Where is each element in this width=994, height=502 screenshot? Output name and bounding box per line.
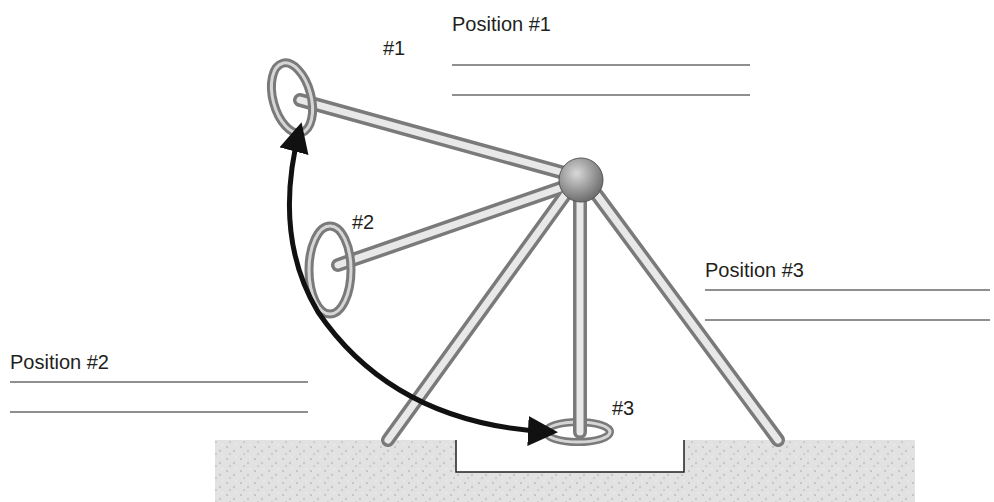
callout-number: #2 xyxy=(352,210,374,234)
ring-1-shine xyxy=(264,58,319,137)
ground xyxy=(215,440,915,502)
swing-arrow xyxy=(289,128,552,432)
ring-2-shine xyxy=(309,226,351,314)
position-label: Position #2 xyxy=(10,350,109,374)
answer-lines xyxy=(10,65,990,412)
ring-2 xyxy=(309,226,351,314)
pivot-ball xyxy=(559,158,603,202)
callout-number: #3 xyxy=(612,396,634,420)
position-label: Position #1 xyxy=(452,12,551,36)
callout-number: #1 xyxy=(383,36,405,60)
position-label: Position #3 xyxy=(705,258,804,282)
ring-1 xyxy=(264,58,319,137)
